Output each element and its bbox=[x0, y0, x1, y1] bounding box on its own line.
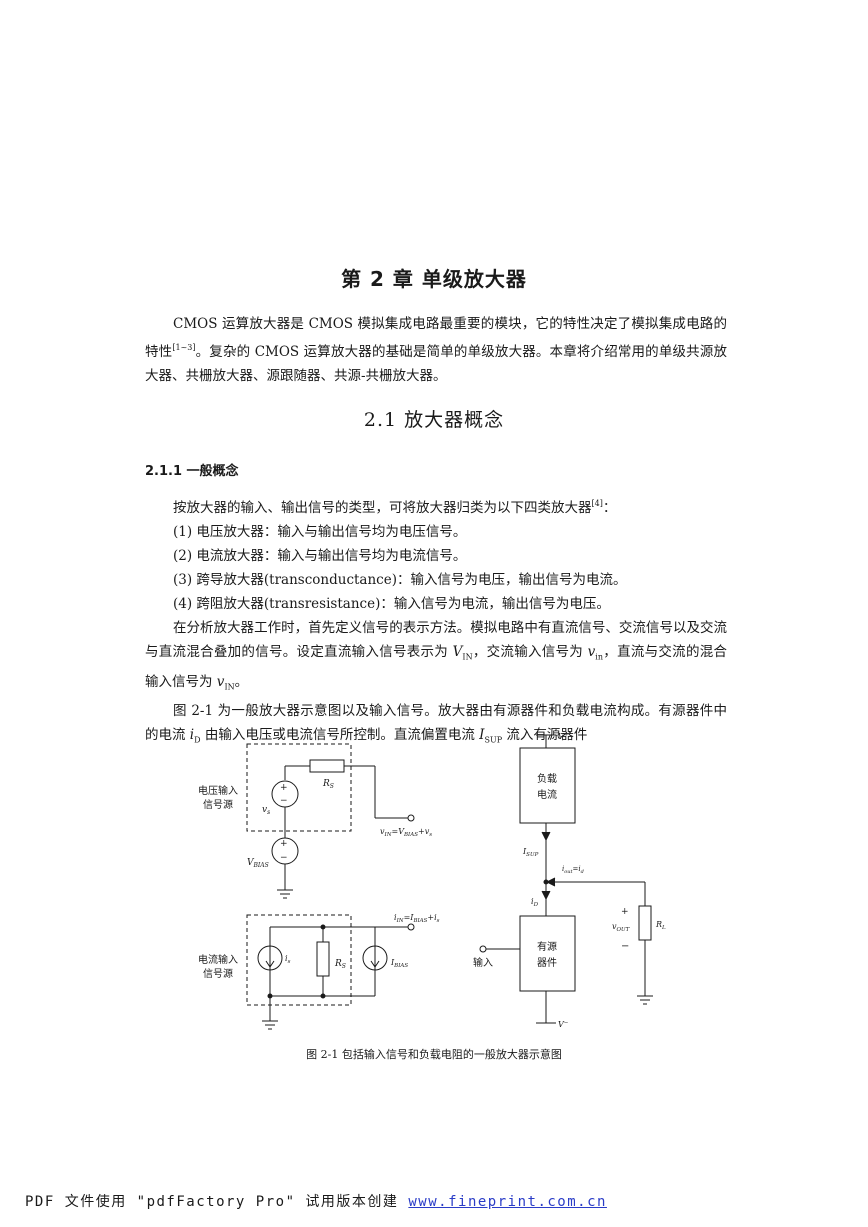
svg-text:输入: 输入 bbox=[473, 956, 493, 969]
section-title: 2.1 放大器概念 bbox=[363, 409, 505, 431]
paragraph: 图 2-1 为一般放大器示意图以及输入信号。放大器由有源器件和负载电流构成。有源… bbox=[145, 703, 727, 746]
svg-text:is: is bbox=[285, 954, 291, 965]
svg-text:vOUT: vOUT bbox=[612, 922, 630, 933]
paragraph: 在分析放大器工作时，首先定义信号的表示方法。模拟电路中有直流信号、交流信号以及交… bbox=[145, 620, 728, 692]
svg-text:RL: RL bbox=[655, 920, 666, 931]
pdf-footer: PDF 文件使用 "pdfFactory Pro" 试用版本创建 www.fin… bbox=[25, 1194, 607, 1210]
voltage-source-label: 电压输入 bbox=[198, 784, 238, 797]
citation[interactable]: [1~3] bbox=[172, 343, 196, 352]
svg-text:负载: 负载 bbox=[537, 772, 557, 785]
list-item: (2) 电流放大器：输入与输出信号均为电流信号。 bbox=[173, 548, 467, 564]
current-source-is bbox=[257, 945, 283, 971]
input-terminal bbox=[479, 945, 487, 953]
current-source-label: 电流输入 bbox=[198, 953, 238, 966]
svg-text:−: − bbox=[280, 796, 288, 806]
svg-text:+: + bbox=[280, 839, 288, 849]
svg-text:+: + bbox=[621, 907, 629, 917]
output-terminal bbox=[407, 814, 415, 822]
active-device-block bbox=[519, 915, 576, 992]
input-current-terminal bbox=[407, 923, 415, 931]
resistor-rs bbox=[309, 759, 345, 773]
svg-text:vs: vs bbox=[262, 805, 270, 816]
svg-text:ISUP: ISUP bbox=[522, 847, 539, 858]
voltage-source-box bbox=[246, 743, 352, 832]
svg-text:IBIAS: IBIAS bbox=[390, 958, 408, 969]
figure-caption: 图 2-1 包括输入信号和负载电阻的一般放大器示意图 bbox=[306, 1048, 562, 1061]
voltage-source-label: 信号源 bbox=[203, 798, 233, 811]
current-source-label: 信号源 bbox=[203, 967, 233, 980]
svg-text:vIN=VBIAS+vs: vIN=VBIAS+vs bbox=[380, 827, 432, 838]
body-text: 按放大器的输入、输出信号的类型，可将放大器归类为以下四类放大器[4]： (1) … bbox=[145, 492, 727, 753]
svg-text:VBIAS: VBIAS bbox=[247, 858, 269, 869]
list-item: (3) 跨导放大器(transconductance)：输入信号为电压，输出信号… bbox=[173, 572, 627, 588]
svg-text:电流: 电流 bbox=[537, 788, 557, 801]
svg-text:−: − bbox=[621, 941, 629, 952]
subsection-title: 2.1.1 一般概念 bbox=[145, 464, 239, 479]
svg-text:V−: V− bbox=[558, 1020, 569, 1029]
svg-text:iIN=IBIAS+is: iIN=IBIAS+is bbox=[394, 913, 440, 924]
circuit-diagram: 电压输入 信号源 + − vs RS vIN=VBIAS+vs + − VBIA… bbox=[198, 732, 666, 1030]
svg-text:iout=id: iout=id bbox=[562, 865, 584, 875]
load-resistor-rl bbox=[638, 905, 652, 941]
chapter-title: 第 2 章 单级放大器 bbox=[341, 267, 527, 291]
paragraph: 按放大器的输入、输出信号的类型，可将放大器归类为以下四类放大器[4]： bbox=[173, 499, 617, 516]
figure-2-1: 电压输入 信号源 + − vs RS vIN=VBIAS+vs + − VBIA… bbox=[190, 728, 680, 1043]
citation[interactable]: [4] bbox=[591, 499, 603, 508]
svg-text:iD: iD bbox=[531, 897, 539, 908]
svg-text:有源: 有源 bbox=[537, 940, 557, 953]
svg-text:器件: 器件 bbox=[537, 957, 557, 969]
list-item: (4) 跨阻放大器(transresistance)：输入信号为电流，输出信号为… bbox=[173, 596, 610, 612]
svg-text:−: − bbox=[280, 853, 288, 863]
list-item: (1) 电压放大器：输入与输出信号均为电压信号。 bbox=[173, 524, 467, 540]
current-source-ibias bbox=[362, 945, 388, 971]
svg-text:RS: RS bbox=[322, 779, 334, 790]
intro-paragraph: CMOS 运算放大器是 CMOS 模拟集成电路最重要的模块，它的特性决定了模拟集… bbox=[145, 316, 727, 384]
svg-text:+: + bbox=[280, 783, 288, 793]
footer-link[interactable]: www.fineprint.com.cn bbox=[408, 1194, 607, 1210]
svg-text:RS: RS bbox=[334, 959, 346, 970]
current-source-box bbox=[246, 914, 352, 1006]
load-current-block bbox=[519, 747, 576, 824]
resistor-rs-current bbox=[316, 941, 330, 977]
svg-text:V+: V+ bbox=[558, 732, 569, 741]
